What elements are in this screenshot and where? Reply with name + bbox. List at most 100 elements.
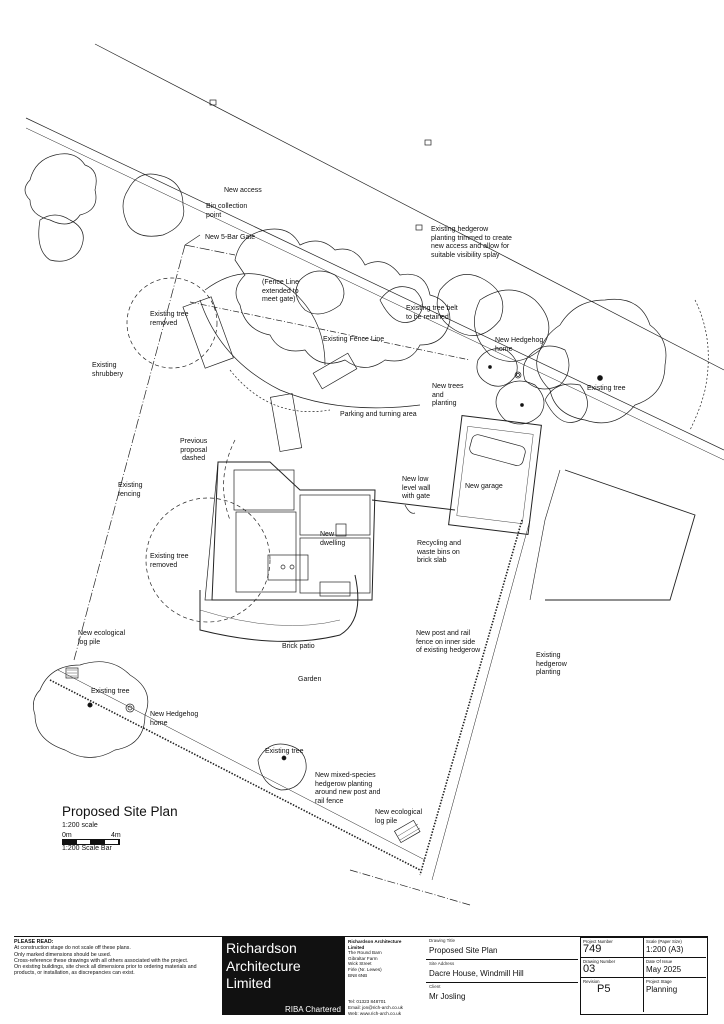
scale-paper: 1:200 (A3): [646, 945, 684, 954]
construction-notes: PLEASE READ: At construction stage do no…: [14, 939, 219, 977]
scale-bar: [62, 839, 120, 845]
address-heading: Richardson Architecture Limited: [348, 939, 402, 950]
label-brick-patio: Brick patio: [282, 643, 315, 650]
label-bin-collection: Bin collection point: [206, 203, 248, 219]
note-line: Only marked dimensions should be used.: [14, 951, 112, 958]
company-logo-block: Richardson Architecture Limited RIBA Cha…: [222, 937, 345, 1015]
plan-title: Proposed Site Plan: [62, 804, 178, 819]
label-hedgerow-trimmed: Existing hedgerow planting trimmed to cr…: [431, 226, 512, 259]
label-tree-removed-1: Existing tree removed: [150, 311, 189, 327]
label-new-mixed-species: New mixed-species hedgerow planting arou…: [315, 772, 381, 805]
project-number-label: Project Number: [583, 939, 613, 944]
date-label: Date Of Issue: [646, 959, 673, 964]
revision: P5: [597, 983, 611, 995]
label-new-low-wall: New low level wall with gate: [402, 476, 431, 500]
existing-tree-right: [523, 298, 709, 431]
date-cell: Date Of Issue May 2025: [644, 958, 706, 978]
label-existing-fencing: Existing fencing: [118, 482, 143, 498]
gate: [184, 234, 201, 246]
tree-belt: [234, 228, 550, 368]
label-fence-extended: (Fence Line extended to meet gate): [262, 279, 299, 303]
drawing-title-value: Proposed Site Plan: [429, 946, 498, 955]
label-garden: Garden: [298, 676, 322, 683]
scale-cell: Scale (Paper Size) 1:200 (A3): [644, 938, 706, 958]
label-new-post-rail: New post and rail fence on inner side of…: [416, 630, 481, 654]
scale-bar-start: 0m: [62, 832, 72, 839]
garage: [448, 414, 542, 536]
drawing-number-cell: Drawing Number 03: [581, 958, 644, 978]
note-line: Cross-reference these drawings with all …: [14, 957, 189, 964]
date-of-issue: May 2025: [646, 965, 682, 974]
road-edges: [25, 43, 724, 461]
client-label: Client: [429, 984, 441, 989]
project-number-cell: Project Number 749: [581, 938, 644, 958]
label-parking: Parking and turning area: [340, 411, 417, 418]
label-new-garage: New garage: [465, 483, 503, 490]
project-stage: Planning: [646, 985, 678, 994]
log-pile-bottom: [393, 819, 421, 844]
title-block-footer: PLEASE READ: At construction stage do no…: [14, 936, 708, 1016]
driveway: [182, 273, 421, 452]
notes-heading: PLEASE READ:: [14, 939, 54, 945]
company-address: Richardson Architecture Limited The Roun…: [348, 939, 416, 978]
dwelling: [204, 461, 376, 601]
drawing-title-row: Drawing Title Proposed Site Plan: [426, 937, 578, 960]
existing-fence-line: [189, 301, 471, 361]
scale-bar-end: 4m: [111, 832, 121, 839]
bottom-boundary-hedgerow: [49, 669, 471, 906]
company-name: Richardson Architecture Limited: [226, 940, 301, 991]
label-new-gate: New 5-Bar Gate: [205, 234, 256, 241]
label-existing-tree-3: Existing tree: [265, 748, 304, 755]
label-existing-shrubbery: Existing shrubbery: [92, 362, 124, 378]
previous-proposal-outline: [223, 439, 236, 521]
low-level-wall: [371, 499, 456, 511]
riba-chartered: RIBA Chartered: [284, 1005, 341, 1014]
plan-scale: 1:200 scale: [62, 822, 98, 829]
stage-cell: Project Stage Planning: [644, 978, 706, 1012]
label-hedgehog-home-1: New Hedgehog home: [495, 337, 544, 353]
existing-tree-bottom-left: [33, 661, 149, 758]
existing-tree-small: [257, 743, 307, 791]
existing-trees-top-left: [24, 153, 185, 262]
brick-patio: [199, 574, 359, 642]
drawing-number-label: Drawing Number: [583, 959, 616, 964]
revision-cell: Revision P5: [581, 978, 644, 1012]
label-new-access: New access: [224, 187, 262, 194]
label-new-dwelling: New dwelling: [320, 531, 346, 547]
project-info-grid: Project Number 749 Scale (Paper Size) 1:…: [580, 937, 708, 1015]
label-existing-tree-1: Existing tree: [587, 385, 626, 392]
label-existing-fence-line: Existing Fence Line: [323, 336, 385, 343]
label-log-pile-1: New ecological log pile: [78, 630, 126, 646]
note-line: At construction stage do not scale off t…: [14, 945, 131, 952]
scale-paper-label: Scale (Paper Size): [646, 939, 682, 944]
revision-label: Revision: [583, 979, 600, 984]
company-contact: Tel: 01323 848701 Email: jon@rich-arch.c…: [348, 999, 403, 1016]
site-address-label: Site Address: [429, 961, 455, 966]
scale-bar-label: 1:200 Scale Bar: [62, 845, 112, 852]
drawing-info: Drawing Title Proposed Site Plan Site Ad…: [426, 937, 578, 1015]
site-plan-drawing: [24, 43, 724, 906]
label-hedgehog-home-2: New Hedgehog home: [150, 711, 199, 727]
right-boundary-hedgerow: [419, 519, 531, 881]
client-value: Mr Josling: [429, 992, 466, 1001]
label-tree-removed-2: Existing tree removed: [150, 553, 189, 569]
stage-label: Project Stage: [646, 979, 672, 984]
label-existing-hedgerow-planting: Existing hedgerow planting: [536, 652, 567, 676]
note-line: On existing buildings, site check all di…: [14, 964, 197, 977]
drawing-number: 03: [583, 963, 596, 975]
address-lines: The Round Barn Gibraltar Farm Wick Stree…: [348, 950, 382, 978]
label-tree-belt: Existing tree belt to be retained: [406, 305, 458, 321]
drawing-title-label: Drawing Title: [429, 938, 456, 943]
site-address-value: Dacre House, Windmill Hill: [429, 969, 524, 978]
label-existing-tree-2: Existing tree: [91, 688, 130, 695]
site-boundary-left: [73, 244, 186, 661]
new-trees-cluster: [476, 348, 545, 425]
label-new-trees: New trees and planting: [432, 383, 464, 407]
client-row: Client Mr Josling: [426, 983, 578, 1007]
label-recycling: Recycling and waste bins on brick slab: [417, 540, 461, 564]
label-log-pile-2: New ecological log pile: [375, 809, 423, 825]
tree-removed-2: [145, 497, 271, 623]
neighbour-building: [545, 469, 696, 601]
site-address-row: Site Address Dacre House, Windmill Hill: [426, 960, 578, 983]
tree-removed-1: [126, 277, 218, 369]
